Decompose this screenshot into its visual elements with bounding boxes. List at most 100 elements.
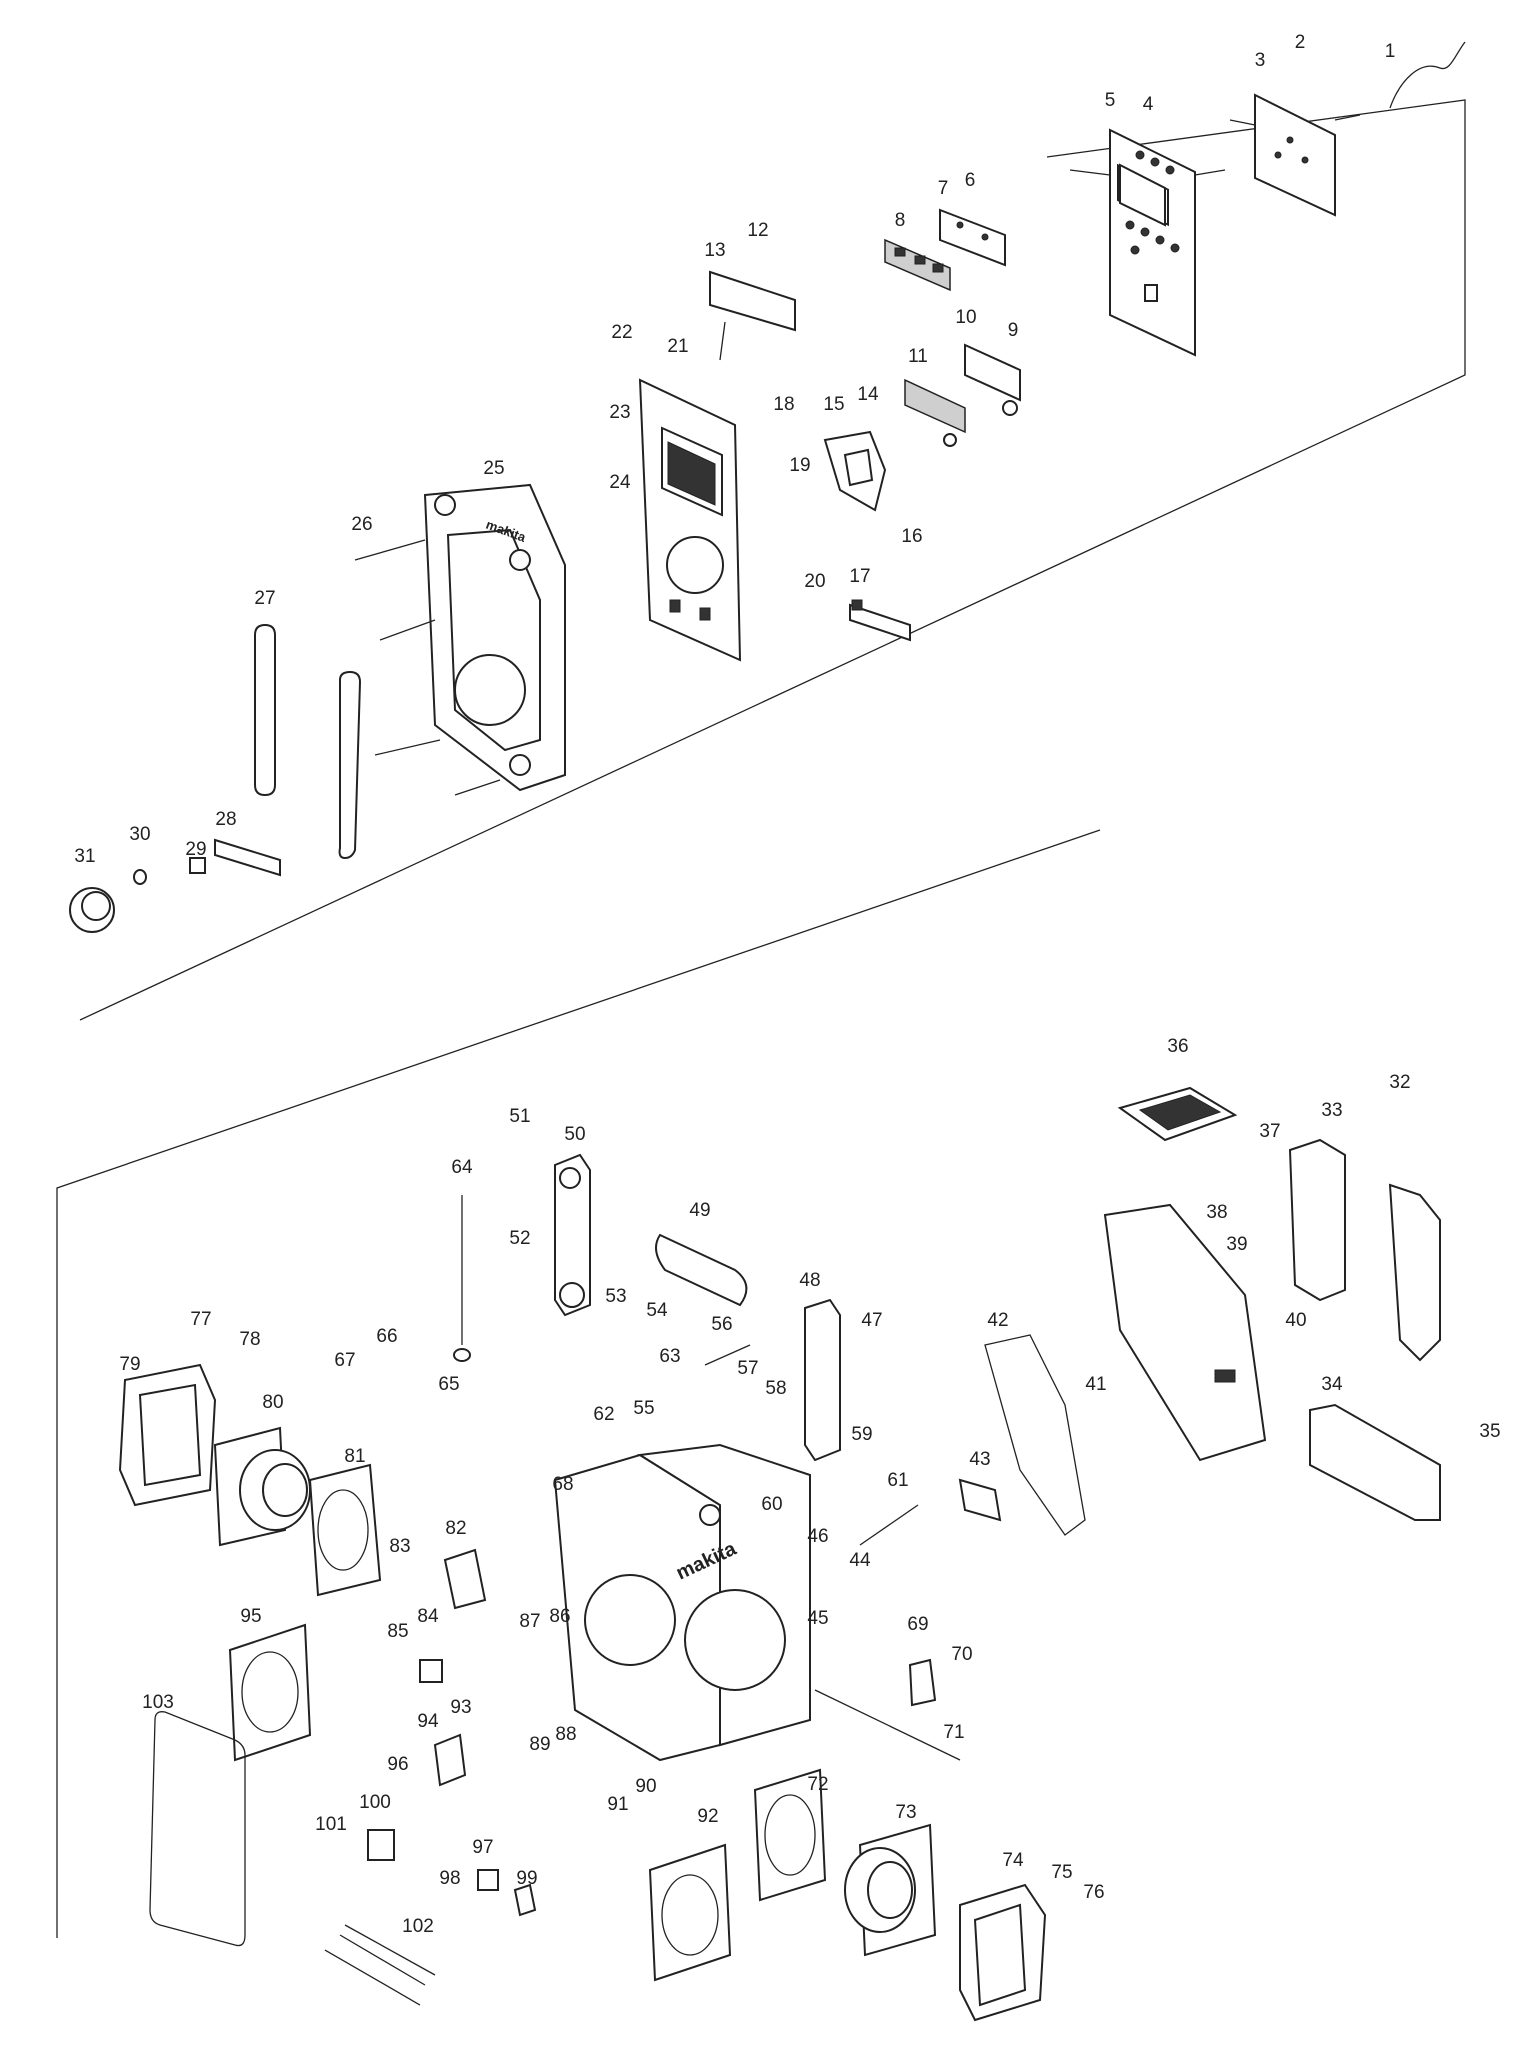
callout-61: 61 [887,1470,908,1491]
callout-49: 49 [689,1200,710,1221]
callout-27: 27 [254,588,275,609]
callout-52: 52 [509,1228,530,1249]
speaker-bezel-right [959,1883,1047,2022]
callout-74: 74 [1002,1850,1024,1871]
main-chassis: makita [553,1443,811,1762]
aux-circuit-board [709,270,796,361]
button-bracket-upper [939,208,1006,267]
callout-6: 6 [965,170,976,191]
speaker-right [844,1823,937,1957]
callout-57: 57 [737,1358,758,1379]
tie-bolt-61 [859,1504,919,1546]
callout-21: 21 [667,336,688,357]
callout-36: 36 [1167,1036,1188,1057]
rear-speaker-plate-center [648,1843,732,1982]
callout-25: 25 [483,458,504,479]
roll-cage-arm-left [554,1153,591,1317]
callout-16: 16 [901,526,922,547]
callout-58: 58 [765,1378,786,1399]
circuit-bracket [443,1548,487,1610]
telescopic-antenna [453,1195,471,1362]
callout-35: 35 [1479,1421,1500,1442]
callout-80: 80 [262,1392,283,1413]
callout-14: 14 [857,384,879,405]
switch-module [849,599,911,642]
callout-40: 40 [1285,1310,1306,1331]
callout-19: 19 [789,455,810,476]
speaker-port-plate [823,430,887,512]
cable-ties [324,1924,436,2006]
callout-59: 59 [851,1424,872,1445]
callout-103: 103 [142,1692,174,1713]
speaker-bezel-left [118,1363,217,1507]
callout-89: 89 [529,1734,550,1755]
callout-98: 98 [439,1868,460,1889]
callout-69: 69 [907,1614,928,1635]
callout-44: 44 [849,1550,871,1571]
jack-module [419,1659,443,1683]
callout-33: 33 [1321,1100,1342,1121]
circuit-board-rear [1229,93,1361,217]
roll-cage-arm-right [804,1298,841,1462]
callout-100: 100 [359,1792,391,1813]
callout-3: 3 [1255,50,1266,71]
callout-45: 45 [807,1608,828,1629]
callout-4: 4 [1143,94,1154,115]
callout-10: 10 [955,307,976,328]
front-control-panel [638,378,742,662]
callout-23: 23 [609,402,630,423]
callout-17: 17 [849,566,870,587]
clip-bracket [513,1883,537,1917]
callout-18: 18 [773,394,794,415]
housing-gasket [984,1334,1086,1536]
callout-47: 47 [861,1310,882,1331]
power-module [367,1829,395,1861]
callout-96: 96 [387,1754,408,1775]
main-control-board [1069,128,1226,357]
button-bracket-lower [964,343,1021,416]
callout-31: 31 [74,846,95,867]
callout-62: 62 [593,1404,614,1425]
callout-32: 32 [1389,1072,1410,1093]
callout-101: 101 [315,1814,347,1835]
upper-assembly-frame [79,99,1466,1021]
callout-20: 20 [804,571,825,592]
keypad-upper [884,238,951,292]
callout-92: 92 [697,1806,718,1827]
callout-84: 84 [417,1606,439,1627]
cord-clip [908,1658,937,1707]
callout-56: 56 [711,1314,732,1335]
tuning-knob [69,869,147,933]
callout-53: 53 [605,1286,626,1307]
rear-panel-gasket [149,1711,246,1947]
callout-88: 88 [555,1724,576,1745]
callout-11: 11 [908,346,928,367]
callout-95: 95 [240,1606,261,1627]
callout-90: 90 [635,1776,656,1797]
callout-93: 93 [450,1697,471,1718]
callout-65: 65 [438,1374,459,1395]
callout-51: 51 [509,1106,530,1127]
callout-64: 64 [451,1157,473,1178]
tie-bolt-56 [704,1344,751,1366]
carry-roller [655,1233,748,1307]
callout-12: 12 [747,220,768,241]
callout-94: 94 [417,1711,439,1732]
callout-15: 15 [823,394,844,415]
callout-46: 46 [807,1526,828,1547]
callout-2: 2 [1295,32,1306,53]
callout-50: 50 [564,1124,585,1145]
callout-73: 73 [895,1802,916,1823]
callout-26: 26 [351,514,372,535]
callout-29: 29 [185,839,206,860]
callout-5: 5 [1105,90,1116,111]
speaker-left [213,1426,311,1547]
callout-68: 68 [552,1474,573,1495]
callout-66: 66 [376,1326,397,1347]
switch-part [477,1869,499,1891]
callout-71: 71 [943,1722,964,1743]
callout-labels: 1 2 3 4 5 6 7 8 9 10 11 12 13 14 15 16 1… [74,32,1500,1937]
callout-34: 34 [1321,1374,1343,1395]
callout-67: 67 [334,1350,355,1371]
